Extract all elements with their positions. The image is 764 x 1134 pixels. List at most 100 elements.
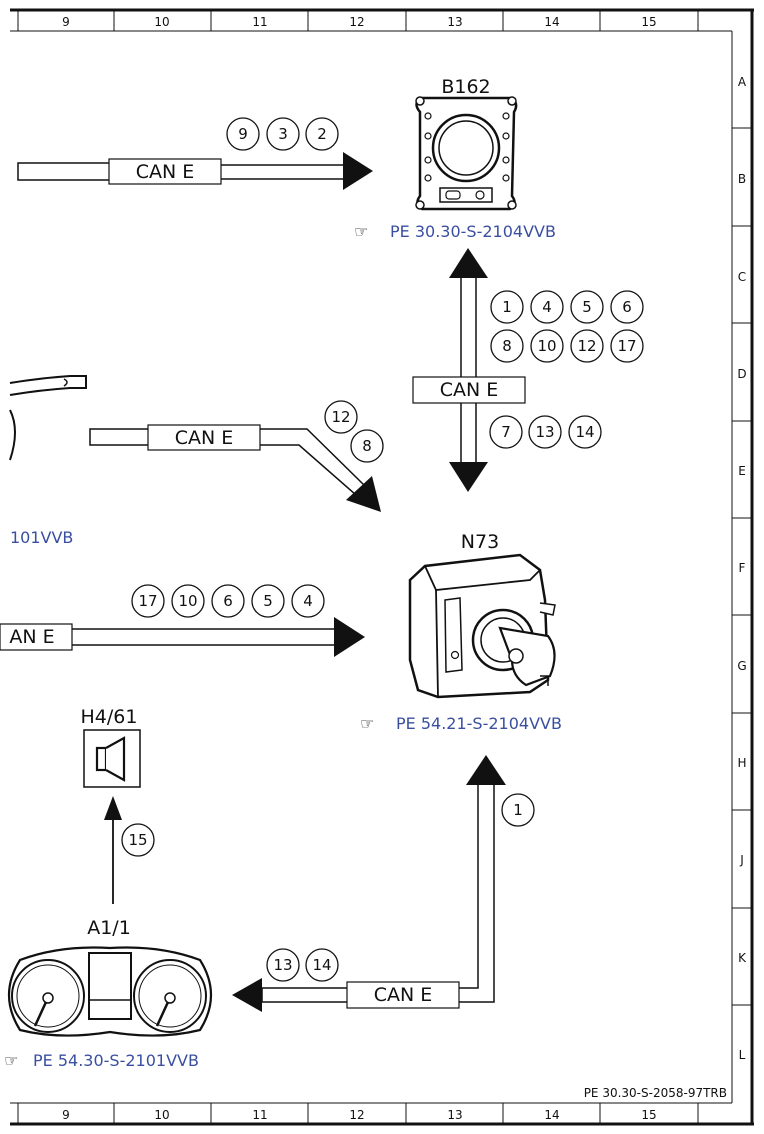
can-e-label-box: [412, 376, 526, 404]
ruler-row-b: B: [738, 172, 746, 186]
instrument-cluster-icon: [8, 946, 212, 1037]
signal-number: 13: [273, 956, 292, 974]
ruler-col-10: 10: [154, 15, 169, 29]
b162-sensor-icon: [415, 96, 518, 211]
can-e-label-box: [108, 158, 222, 185]
a1-1-component: A1/1 ☞ PE 54.30-S-2101VVB: [4, 917, 212, 1070]
a1-1-ref-link[interactable]: PE 54.30-S-2101VVB: [33, 1051, 199, 1070]
document-id: PE 30.30-S-2058-97TRB: [584, 1086, 727, 1100]
can-e-label-box: [346, 981, 460, 1009]
signal-number: 10: [537, 337, 556, 355]
signal-bubbles-to-b162: 9 3 2: [226, 117, 339, 151]
n73-reference[interactable]: ☞ PE 54.21-S-2104VVB: [360, 714, 562, 733]
ruler-col-12: 12: [349, 15, 364, 29]
frame: [10, 8, 754, 1126]
can-e-label: CAN E: [374, 984, 433, 1006]
top-ruler: 9 10 11 12 13 14 15: [17, 10, 699, 31]
signal-number: 8: [502, 337, 512, 355]
n73-component: N73 ☞ PE 54.21-S-2104VVB: [360, 531, 562, 733]
connection-to-n73: AN E 17 10 6 5 4: [0, 584, 365, 657]
ruler-col-15: 15: [641, 15, 656, 29]
ruler-row-a: A: [738, 75, 747, 89]
signal-number: 17: [617, 337, 636, 355]
signal-number: 9: [238, 125, 248, 143]
connection-left-mid-to-n73: CAN E 12 8: [89, 400, 384, 512]
signal-number: 12: [577, 337, 596, 355]
signal-number: 1: [502, 298, 512, 316]
b162-component: B162 ☞ PE 30.30-S-2104VVB: [354, 76, 556, 241]
signal-number: 14: [312, 956, 331, 974]
right-ruler: A B C D E F G H J K L: [732, 75, 752, 1062]
can-e-label-box-partial: [0, 623, 73, 651]
ruler-col-9-bottom: 9: [62, 1108, 70, 1122]
ruler-row-d: D: [737, 367, 746, 381]
ignition-switch-icon: [408, 553, 556, 699]
signal-number: 4: [303, 592, 313, 610]
signal-number: 13: [535, 423, 554, 441]
ruler-row-e: E: [738, 464, 746, 478]
ruler-col-15-bottom: 15: [641, 1108, 656, 1122]
signal-number: 1: [513, 801, 523, 819]
b162-ref-link[interactable]: PE 30.30-S-2104VVB: [390, 222, 556, 241]
signal-number: 6: [622, 298, 632, 316]
signal-bubbles-left-mid: 12 8: [324, 400, 384, 463]
speaker-icon: [95, 736, 126, 782]
b162-label: B162: [441, 76, 490, 98]
signal-number: 8: [362, 437, 372, 455]
ruler-col-11-bottom: 11: [252, 1108, 267, 1122]
signal-number: 17: [138, 592, 157, 610]
ruler-row-f: F: [739, 561, 746, 575]
signal-number: 5: [263, 592, 273, 610]
signal-number: 2: [317, 125, 327, 143]
connection-b162-n73: CAN E 1 4 5 6 8 10 12 17 7 13 14: [412, 248, 644, 492]
b162-reference[interactable]: ☞ PE 30.30-S-2104VVB: [354, 222, 556, 241]
connection-to-b162: CAN E 9 3 2: [17, 117, 373, 190]
a1-1-label: A1/1: [87, 917, 131, 939]
n73-ref-link[interactable]: PE 54.21-S-2104VVB: [396, 714, 562, 733]
signal-number: 7: [501, 423, 511, 441]
hand-pointer-icon: ☞: [354, 222, 368, 241]
ruler-row-k: K: [738, 951, 747, 965]
connection-a1-to-h4: 15: [104, 796, 155, 904]
h4-61-label: H4/61: [81, 706, 138, 728]
signal-bubbles-b162-n73-upper: 1 4 5 6 8 10 12 17: [490, 290, 644, 363]
can-e-label-box: [147, 424, 261, 451]
signal-number: 12: [331, 408, 350, 426]
ruler-col-14: 14: [544, 15, 559, 29]
signal-number: 15: [128, 831, 147, 849]
ruler-row-g: G: [737, 659, 746, 673]
signal-number: 14: [575, 423, 594, 441]
ruler-col-10-bottom: 10: [154, 1108, 169, 1122]
h4-61-component: H4/61: [81, 706, 141, 788]
ruler-col-13-bottom: 13: [447, 1108, 462, 1122]
ruler-row-j: J: [739, 853, 744, 867]
hand-pointer-icon: ☞: [360, 714, 374, 733]
n73-label: N73: [461, 531, 499, 553]
ruler-row-h: H: [737, 756, 746, 770]
ruler-col-14-bottom: 14: [544, 1108, 559, 1122]
connection-n73-to-a1: CAN E 1 13 14: [232, 755, 535, 1012]
signal-number: 4: [542, 298, 552, 316]
left-partial-component: 101VVB: [9, 375, 87, 547]
can-e-label: CAN E: [440, 379, 499, 401]
signal-number: 10: [178, 592, 197, 610]
ruler-col-13: 13: [447, 15, 462, 29]
ruler-col-12-bottom: 12: [349, 1108, 364, 1122]
ruler-col-9: 9: [62, 15, 70, 29]
a1-1-reference[interactable]: ☞ PE 54.30-S-2101VVB: [4, 1051, 199, 1070]
signal-number: 3: [278, 125, 288, 143]
signal-bubbles-b162-n73-lower: 7 13 14: [489, 415, 602, 449]
can-e-label: CAN E: [175, 427, 234, 449]
left-partial-ref[interactable]: 101VVB: [10, 528, 73, 547]
bottom-ruler: 9 10 11 12 13 14 15: [17, 1103, 699, 1124]
signal-number: 6: [223, 592, 233, 610]
can-e-label: CAN E: [136, 161, 195, 183]
hand-pointer-icon: ☞: [4, 1051, 18, 1070]
ruler-col-11: 11: [252, 15, 267, 29]
signal-bubbles-to-n73: 17 10 6 5 4: [131, 584, 325, 618]
ruler-row-l: L: [739, 1048, 746, 1062]
can-e-label-partial: AN E: [9, 626, 54, 648]
ruler-row-c: C: [738, 270, 746, 284]
signal-number: 5: [582, 298, 592, 316]
